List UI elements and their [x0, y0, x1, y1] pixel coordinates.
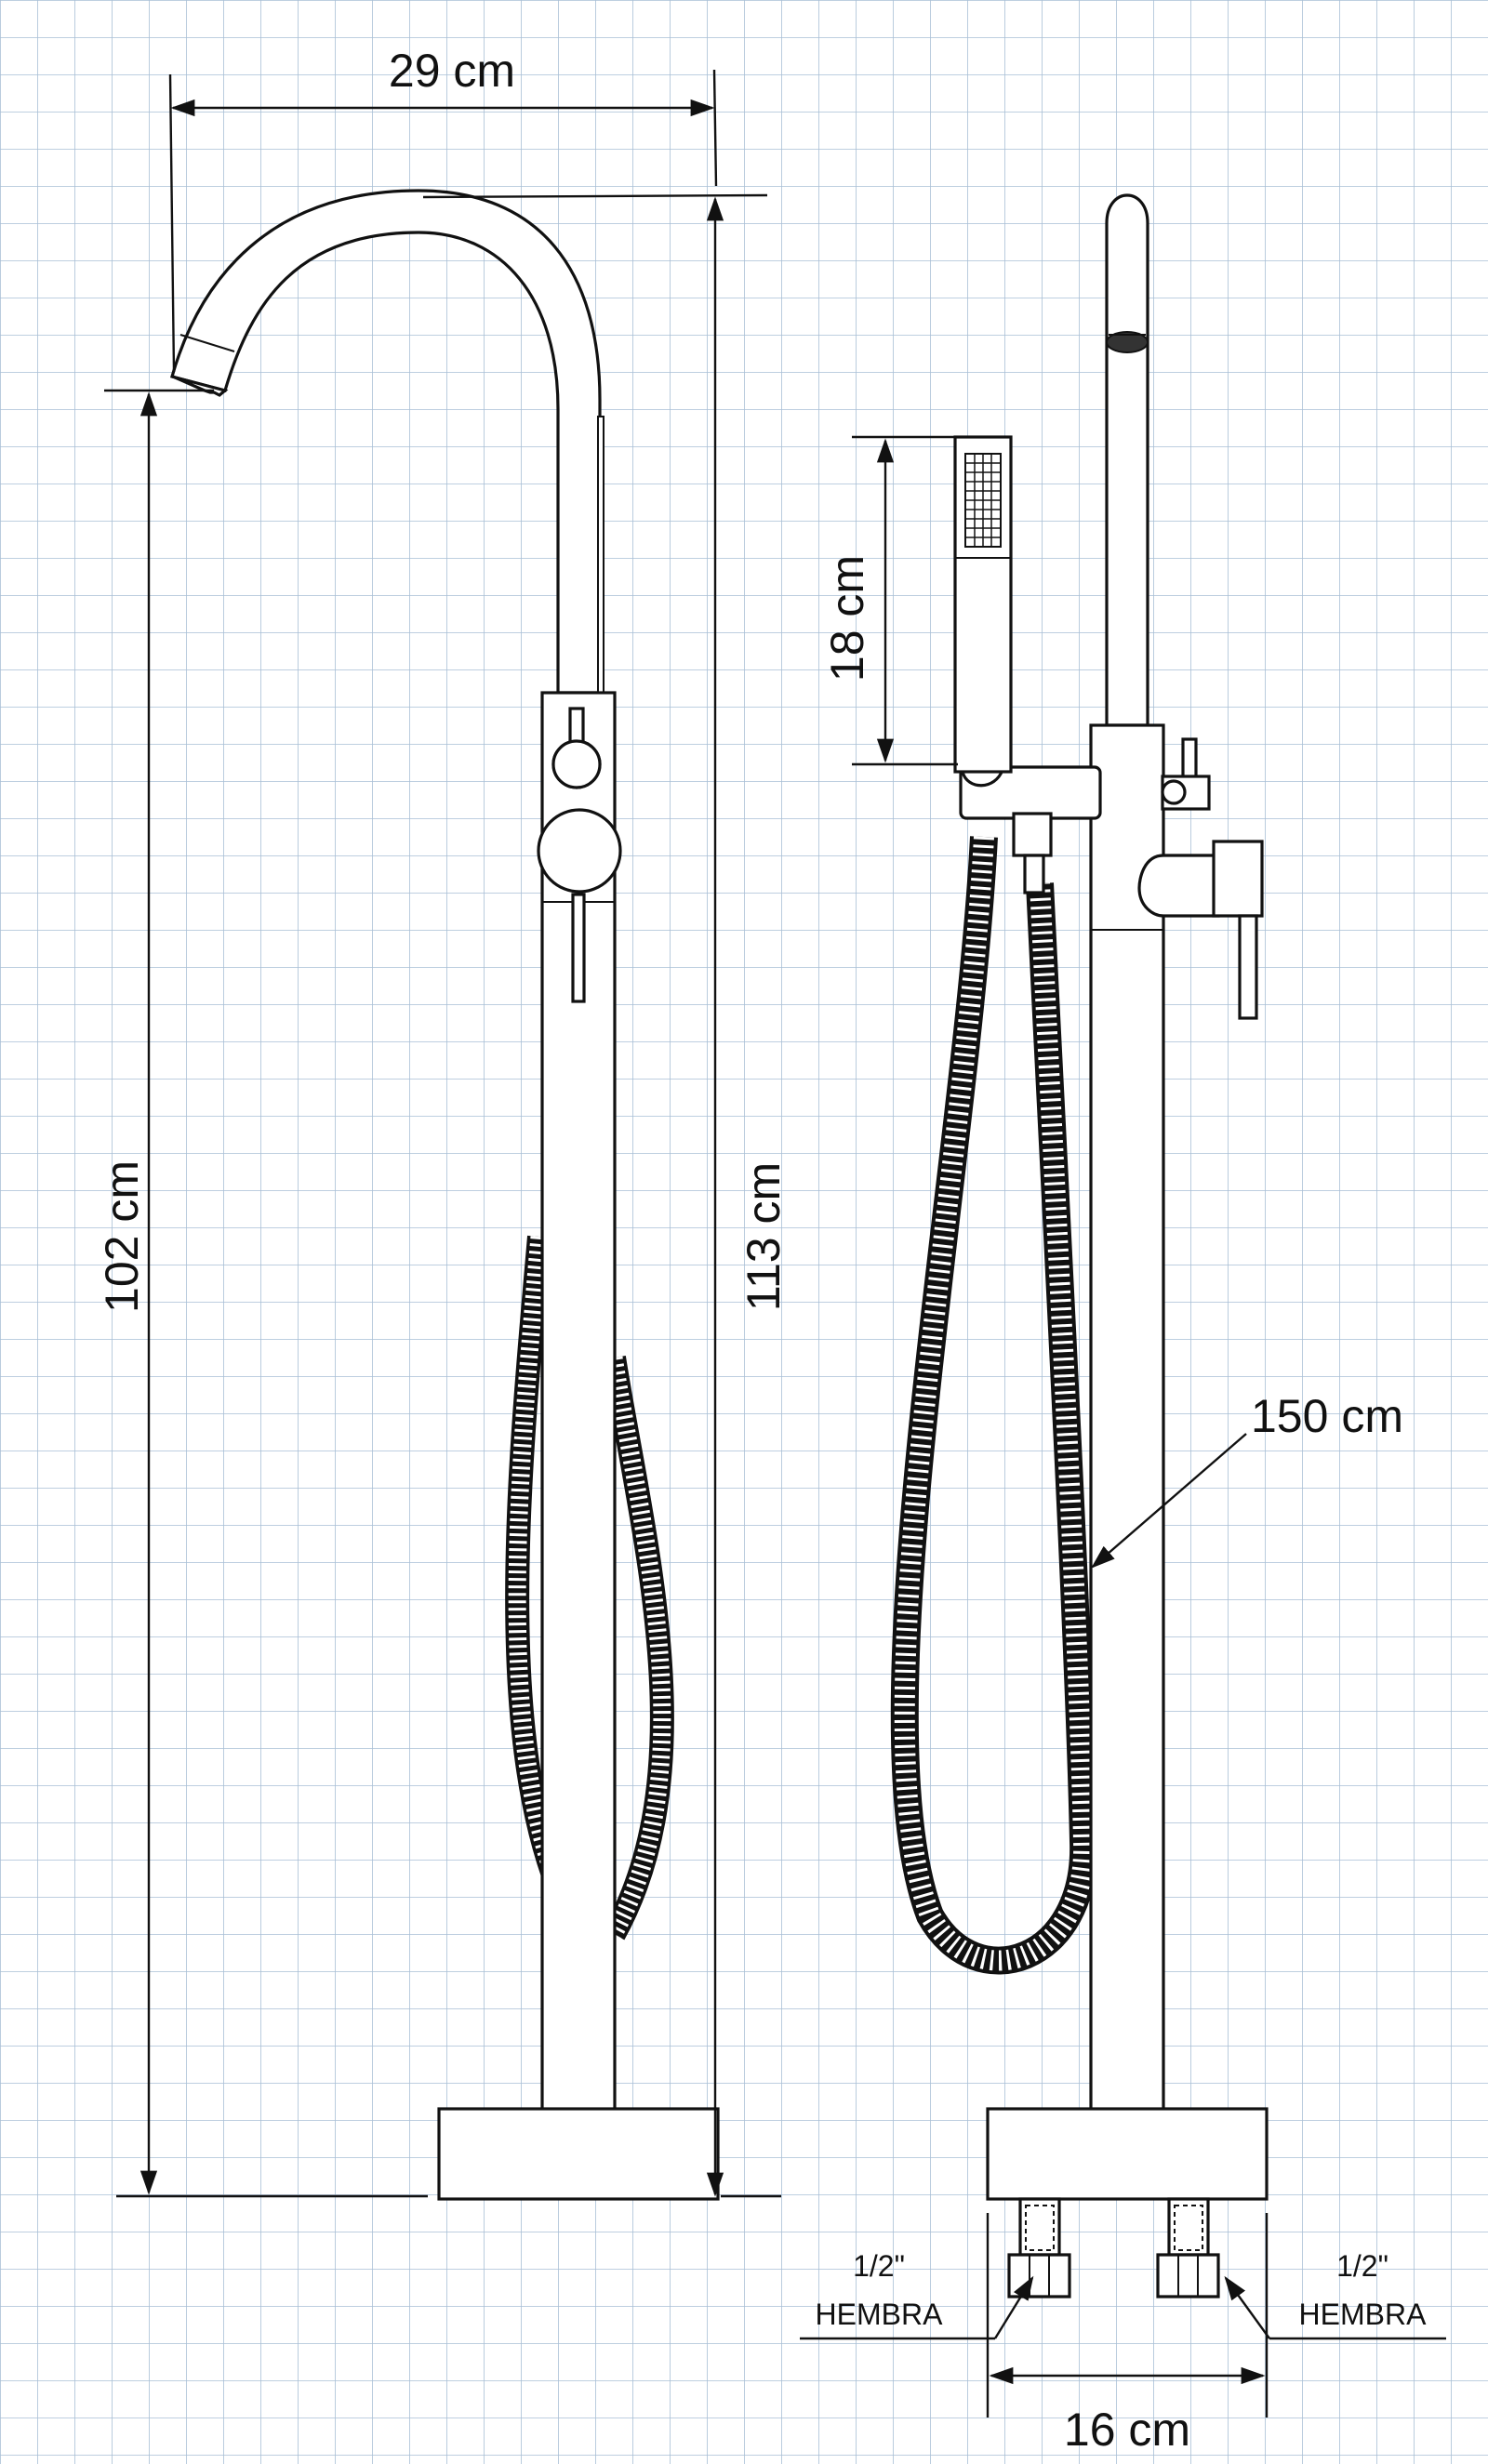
label-hand-shower: 18 cm [821, 555, 873, 682]
side-inlet-right [1156, 2197, 1220, 2298]
side-aerator [1106, 331, 1149, 353]
label-connection-right-size: 1/2" [1336, 2249, 1388, 2283]
side-lever[interactable] [1238, 914, 1258, 1020]
label-total-height: 113 cm [737, 1162, 790, 1311]
callout-connection-right: 1/2" HEMBRA [1224, 2249, 1446, 2340]
front-spout [170, 189, 602, 695]
side-base [986, 2107, 1269, 2201]
front-spout-strip [597, 416, 604, 694]
label-hose: 150 cm [1251, 1390, 1403, 1442]
side-hose[interactable] [890, 836, 1098, 1975]
label-inlet-spacing: 16 cm [1064, 2404, 1190, 2456]
dim-spout-reach: 29 cm [168, 45, 718, 373]
front-mixer-body [537, 808, 622, 894]
side-spout-tube [1105, 193, 1149, 727]
dim-total-height: 113 cm [422, 193, 790, 2198]
side-view [890, 193, 1269, 2298]
dim-inlet-spacing: 16 cm [986, 2213, 1269, 2456]
label-spout-height: 102 cm [96, 1160, 148, 1313]
label-connection-left-type: HEMBRA [816, 2298, 944, 2331]
label-connection-right-type: HEMBRA [1299, 2298, 1428, 2331]
side-column [1089, 723, 1165, 2113]
side-mixer-body [1137, 854, 1220, 918]
label-spout-reach: 29 cm [389, 45, 515, 97]
dim-hand-shower: 18 cm [821, 435, 958, 766]
dim-spout-height: 102 cm [96, 389, 428, 2198]
front-base [437, 2107, 720, 2201]
front-view [170, 189, 720, 2201]
side-hose-connector [1012, 812, 1053, 857]
side-inlet-left [1007, 2197, 1071, 2298]
callout-connection-left: 1/2" HEMBRA [800, 2249, 1034, 2340]
front-lever[interactable] [571, 893, 586, 1003]
label-connection-left-size: 1/2" [853, 2249, 905, 2283]
dim-hose: 150 cm [1091, 1390, 1403, 1569]
